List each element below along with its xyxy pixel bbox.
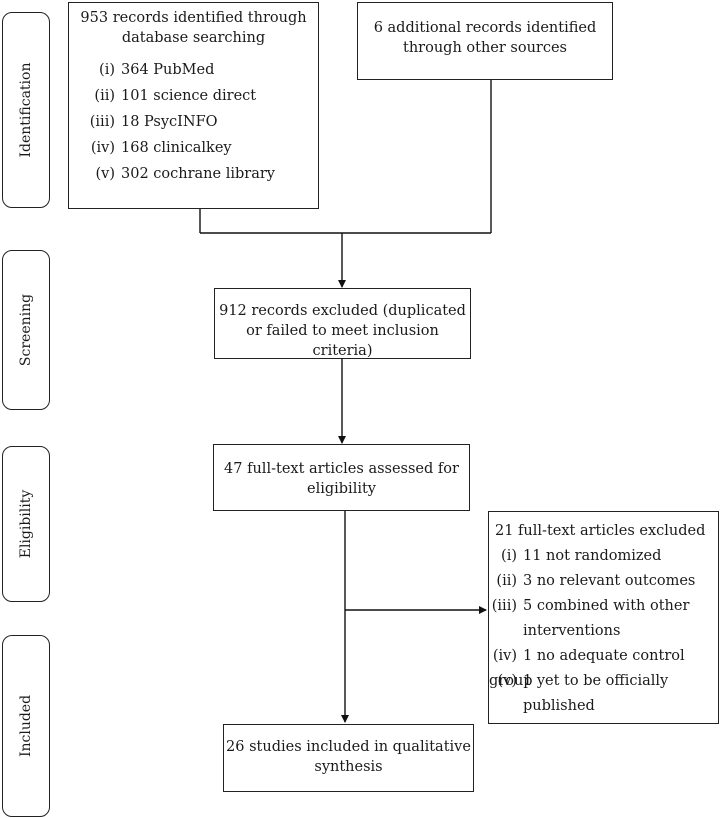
list-item: (v)302 cochrane library: [95, 166, 275, 182]
stage-screening: Screening: [2, 250, 50, 410]
stage-eligibility-label: Eligibility: [18, 489, 34, 559]
stage-screening-label: Screening: [18, 293, 34, 367]
included-line1: 26 studies included in qualitative: [226, 739, 471, 755]
list-item: (i)11 not randomized: [501, 548, 662, 564]
full-text-assessed-box: 47 full-text articles assessed for eligi…: [213, 444, 470, 511]
records-excluded-box: 912 records excluded (duplicated or fail…: [214, 288, 471, 359]
list-item: (ii)3 no relevant outcomes: [496, 573, 696, 589]
list-item: (iv)1 no adequate control group: [489, 648, 685, 689]
eligibility-line2: eligibility: [307, 481, 376, 497]
stage-eligibility: Eligibility: [2, 446, 50, 602]
screening-line1: 912 records excluded (duplicated: [219, 303, 466, 319]
eligibility-line1: 47 full-text articles assessed for: [224, 461, 459, 477]
stage-identification-label: Identification: [18, 62, 34, 158]
database-records-box: 953 records identified through database …: [68, 2, 319, 209]
list-item: (iii)18 PsycINFO: [89, 114, 218, 130]
stage-identification: Identification: [2, 12, 50, 208]
list-item: (iii)5 combined with other interventions: [491, 598, 690, 639]
list-item: (v)1 yet to be officially published: [497, 673, 669, 714]
database-title-line2: database searching: [121, 30, 266, 46]
excluded-title: 21 full-text articles excluded: [495, 523, 706, 539]
included-line2: synthesis: [314, 759, 383, 775]
list-item: (iv)168 clinicalkey: [90, 140, 232, 156]
list-item: (i)364 PubMed: [99, 62, 215, 78]
other-sources-box: 6 additional records identified through …: [357, 2, 613, 80]
list-item: (ii)101 science direct: [94, 88, 257, 104]
other-sources-line2: through other sources: [403, 40, 567, 56]
articles-excluded-box: 21 full-text articles excluded (i)11 not…: [488, 511, 719, 724]
studies-included-box: 26 studies included in qualitative synth…: [223, 724, 474, 792]
database-title-line1: 953 records identified through: [80, 10, 307, 26]
stage-included: Included: [2, 635, 50, 817]
screening-line2: or failed to meet inclusion criteria): [246, 323, 439, 359]
other-sources-line1: 6 additional records identified: [373, 20, 597, 36]
stage-included-label: Included: [18, 694, 34, 758]
